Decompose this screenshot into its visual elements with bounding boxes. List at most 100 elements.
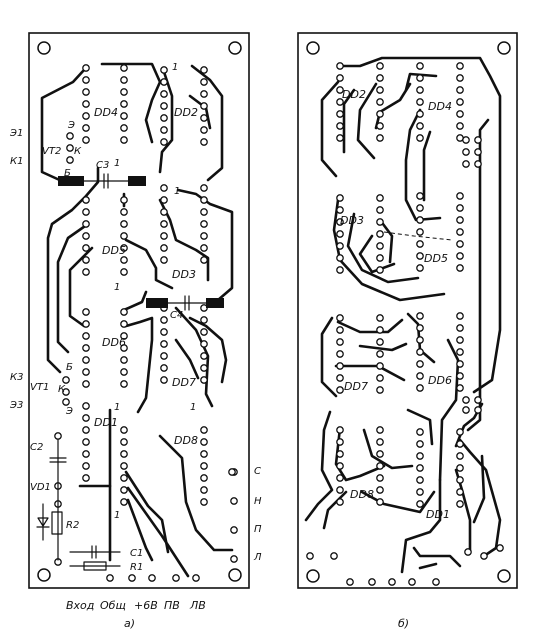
- chip-pad: [200, 316, 208, 324]
- chip-pad: [200, 114, 208, 122]
- chip-pad: [416, 336, 424, 344]
- chip-pad: [120, 474, 128, 482]
- chip-pad: [336, 450, 344, 458]
- chip-pad: [120, 368, 128, 376]
- chip-pad: [160, 126, 168, 134]
- chip-pad: [456, 264, 464, 272]
- chip-pad: [416, 74, 424, 82]
- chip-pad: [336, 266, 344, 274]
- chip-pad: [376, 62, 384, 70]
- misc-pad: [480, 552, 488, 560]
- chip-pad: [336, 122, 344, 130]
- chip-pad: [416, 216, 424, 224]
- chip-pad: [336, 194, 344, 202]
- component-pad: [148, 574, 156, 582]
- chip-pad: [416, 240, 424, 248]
- edge-pad: [230, 555, 238, 563]
- c4-pad-left: [146, 298, 168, 308]
- chip-pad: [376, 386, 384, 394]
- chip-pad: [200, 486, 208, 494]
- chip-pad: [376, 254, 384, 262]
- panel-a-board: [28, 32, 250, 589]
- component-pad: [192, 574, 200, 582]
- label-n: Н: [254, 496, 262, 507]
- chip-pad: [120, 220, 128, 228]
- chip-pad: [456, 360, 464, 368]
- chip-pad: [82, 450, 90, 458]
- chip-pad: [120, 112, 128, 120]
- chip-pad: [120, 438, 128, 446]
- chip-pad: [416, 324, 424, 332]
- chip-pad: [336, 338, 344, 346]
- chip-pad: [336, 62, 344, 70]
- vt1-pin-k: К: [58, 384, 66, 395]
- chip-pad: [200, 232, 208, 240]
- chip-pad: [336, 314, 344, 322]
- chip-pad: [376, 486, 384, 494]
- chip-pad: [336, 206, 344, 214]
- chip-pad: [160, 78, 168, 86]
- chip-pad: [336, 74, 344, 82]
- label-e3: Э3: [9, 400, 23, 411]
- chip-pad: [336, 426, 344, 434]
- chip-pad: [336, 134, 344, 142]
- chip-pad: [120, 450, 128, 458]
- chip-pad: [416, 348, 424, 356]
- chip-pad: [336, 326, 344, 334]
- pin1-dd5: 1: [114, 282, 120, 293]
- chip-pad: [120, 208, 128, 216]
- chip-pad: [376, 230, 384, 238]
- chip-pad: [200, 450, 208, 458]
- misc-pad: [462, 136, 470, 144]
- label-b-dd5: DD5: [424, 252, 448, 265]
- panel-b-traces: [304, 56, 502, 574]
- chip-pad: [82, 136, 90, 144]
- mounting-hole-b-tr: [497, 41, 511, 55]
- connector-plus6v: +6В: [134, 599, 158, 612]
- pin1-dd2: 1: [172, 62, 178, 73]
- chip-pad: [416, 122, 424, 130]
- label-r1: R1: [130, 562, 143, 573]
- mounting-hole-a-tl: [37, 41, 51, 55]
- misc-pad: [474, 136, 482, 144]
- chip-pad: [160, 184, 168, 192]
- chip-pad: [82, 76, 90, 84]
- pin1-dd3: 1: [174, 186, 180, 197]
- chip-pad: [456, 122, 464, 130]
- chip-pad: [456, 86, 464, 94]
- transistor-pad: [66, 132, 74, 140]
- chip-pad: [416, 86, 424, 94]
- chip-pad: [160, 244, 168, 252]
- panel-a: /* placeholder */: [9, 32, 262, 630]
- label-k1: К1: [10, 156, 23, 167]
- transistor-pad: [62, 388, 70, 396]
- c3-pad-right: [128, 176, 146, 186]
- chip-pad: [456, 348, 464, 356]
- chip-pad: [456, 98, 464, 106]
- misc-pad: [330, 552, 338, 560]
- edge-pad: [230, 526, 238, 534]
- label-dd8: DD8: [174, 434, 198, 447]
- chip-pad: [82, 474, 90, 482]
- chip-pad: [336, 462, 344, 470]
- chip-pad: [456, 192, 464, 200]
- chip-pad: [376, 362, 384, 370]
- chip-pad: [120, 462, 128, 470]
- chip-pad: [416, 500, 424, 508]
- chip-pad: [200, 426, 208, 434]
- chip-pad: [336, 362, 344, 370]
- chip-pad: [376, 98, 384, 106]
- label-r2: R2: [66, 520, 79, 531]
- chip-pad: [416, 384, 424, 392]
- chip-pad: [376, 450, 384, 458]
- label-b-dd8: DD8: [350, 488, 374, 501]
- misc-pad: [462, 396, 470, 404]
- chip-pad: [456, 476, 464, 484]
- chip-pad: [200, 364, 208, 372]
- chip-pad: [200, 376, 208, 384]
- chip-pad: [376, 438, 384, 446]
- chip-pad: [456, 384, 464, 392]
- chip-pad: [200, 138, 208, 146]
- chip-pad: [376, 498, 384, 506]
- chip-pad: [200, 66, 208, 74]
